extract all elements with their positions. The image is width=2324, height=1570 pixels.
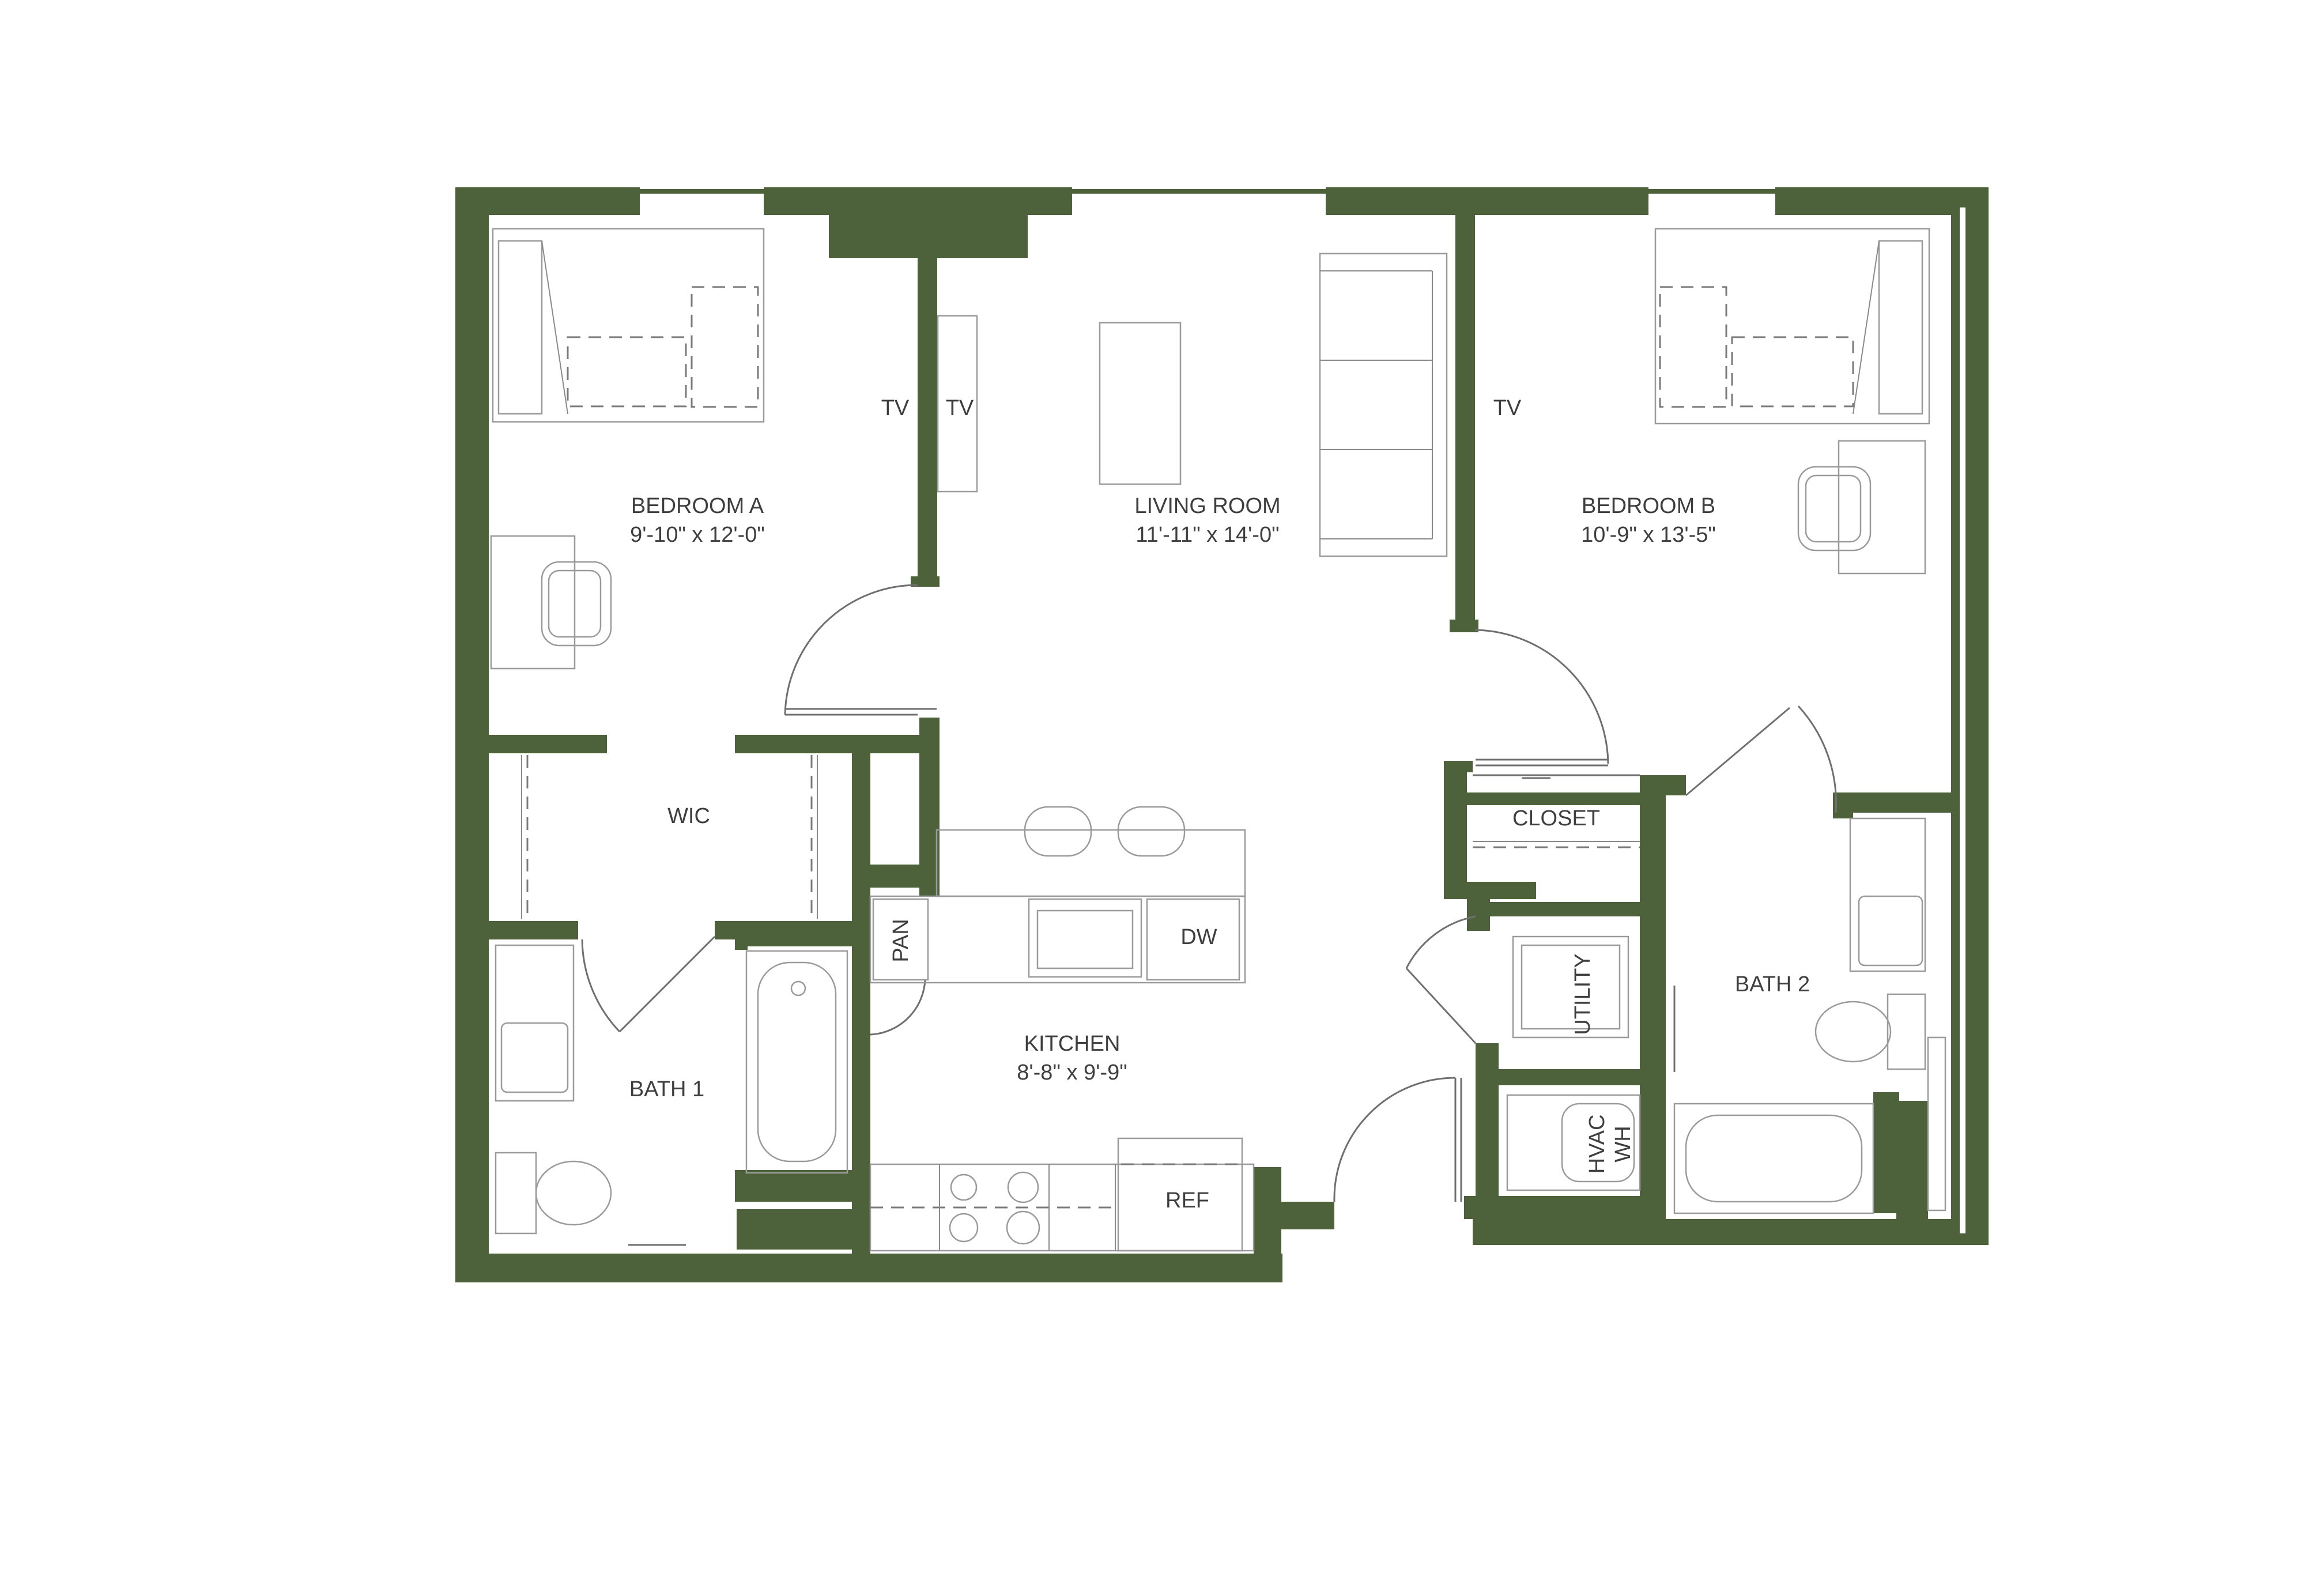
tv-label-bedroom-b: TV bbox=[1493, 396, 1522, 420]
living-room-name: LIVING ROOM bbox=[1134, 494, 1280, 518]
tv-label-bedroom-a: TV bbox=[881, 396, 910, 420]
living-room-size: 11'-11" x 14'-0" bbox=[1135, 523, 1279, 547]
tv-label-living-room: TV bbox=[946, 396, 974, 420]
bath-1-label: BATH 1 bbox=[629, 1077, 704, 1101]
bedroom-b-name: BEDROOM B bbox=[1582, 494, 1715, 518]
kitchen-size: 8'-8" x 9'-9" bbox=[1017, 1060, 1127, 1085]
bedroom-b-size: 10'-9" x 13'-5" bbox=[1581, 523, 1716, 547]
interior-walls bbox=[489, 215, 1957, 1254]
ref-label: REF bbox=[1165, 1188, 1209, 1213]
doors bbox=[581, 584, 1838, 1202]
bath-2-label: BATH 2 bbox=[1735, 972, 1810, 997]
furniture bbox=[490, 228, 1946, 1252]
bedroom-a-name: BEDROOM A bbox=[631, 494, 764, 518]
wh-label: WH bbox=[1611, 1126, 1635, 1162]
hvac-label: HVAC bbox=[1585, 1115, 1609, 1174]
dw-label: DW bbox=[1180, 925, 1217, 949]
room-labels: BEDROOM A 9'-10" x 12'-0" LIVING ROOM 11… bbox=[629, 396, 1810, 1213]
pan-label: PAN bbox=[889, 919, 913, 962]
closet-label: CLOSET bbox=[1512, 806, 1600, 831]
exterior-walls bbox=[455, 187, 1989, 1282]
bedroom-a-size: 9'-10" x 12'-0" bbox=[630, 523, 765, 547]
wic-label: WIC bbox=[667, 804, 710, 828]
kitchen-name: KITCHEN bbox=[1024, 1032, 1120, 1056]
utility-label: UTILITY bbox=[1571, 953, 1595, 1035]
